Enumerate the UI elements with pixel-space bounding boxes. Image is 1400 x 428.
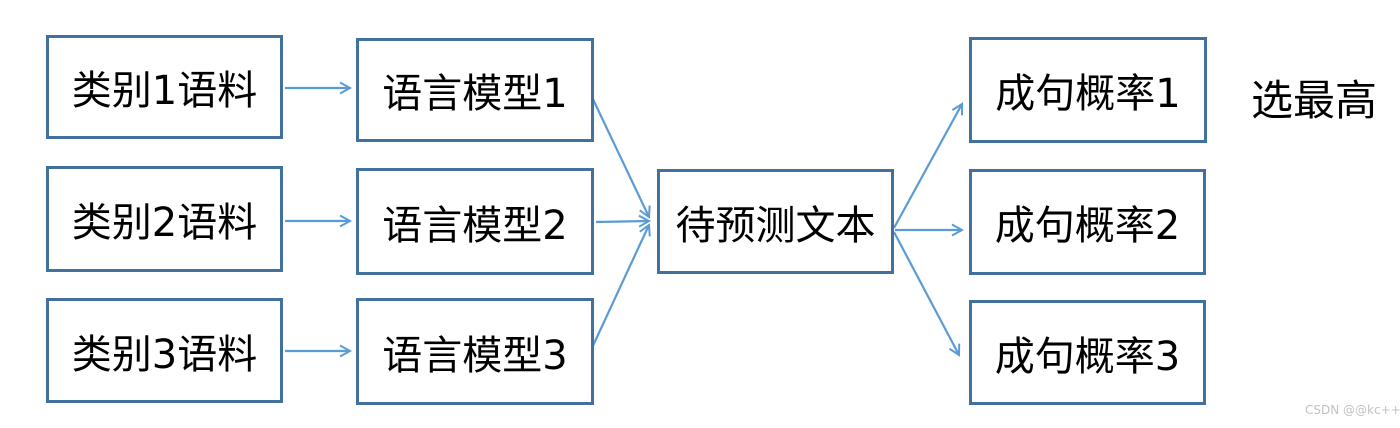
node-corpus-2-label: 类别2语料 [71,200,258,246]
arrow-model2-to-text [595,214,652,228]
node-language-model-3-label: 语言模型3 [382,332,568,379]
node-language-model-1-label: 语言模型1 [382,71,568,117]
annotation-select-highest: 选最高 [1251,76,1378,125]
node-sentence-probability-2: 成句概率2 [969,169,1206,275]
watermark: CSDN @@kc++ [1305,403,1400,417]
arrow-model1-to-text [590,94,651,219]
node-corpus-3: 类别3语料 [46,298,283,403]
node-language-model-1: 语言模型1 [356,38,594,142]
node-sentence-probability-3: 成句概率3 [969,300,1206,405]
arrow-text-to-prob1 [893,102,964,229]
node-corpus-1: 类别1语料 [46,35,283,139]
node-corpus-2: 类别2语料 [46,166,283,272]
node-sentence-probability-1-label: 成句概率1 [995,71,1181,117]
node-corpus-1-label: 类别1语料 [71,68,258,114]
node-language-model-2-label: 语言模型2 [382,202,568,249]
node-language-model-2: 语言模型2 [356,168,594,275]
node-sentence-probability-3-label: 成句概率3 [994,333,1181,380]
node-corpus-3-label: 类别3语料 [71,331,258,378]
node-sentence-probability-1: 成句概率1 [969,37,1207,143]
node-sentence-probability-2-label: 成句概率2 [994,203,1181,249]
node-language-model-3: 语言模型3 [356,298,594,405]
arrow-model3-to-text [590,223,651,351]
node-text-to-predict: 待预测文本 [657,169,894,274]
arrow-text-to-prob3 [893,231,961,357]
node-text-to-predict-label: 待预测文本 [675,202,876,249]
